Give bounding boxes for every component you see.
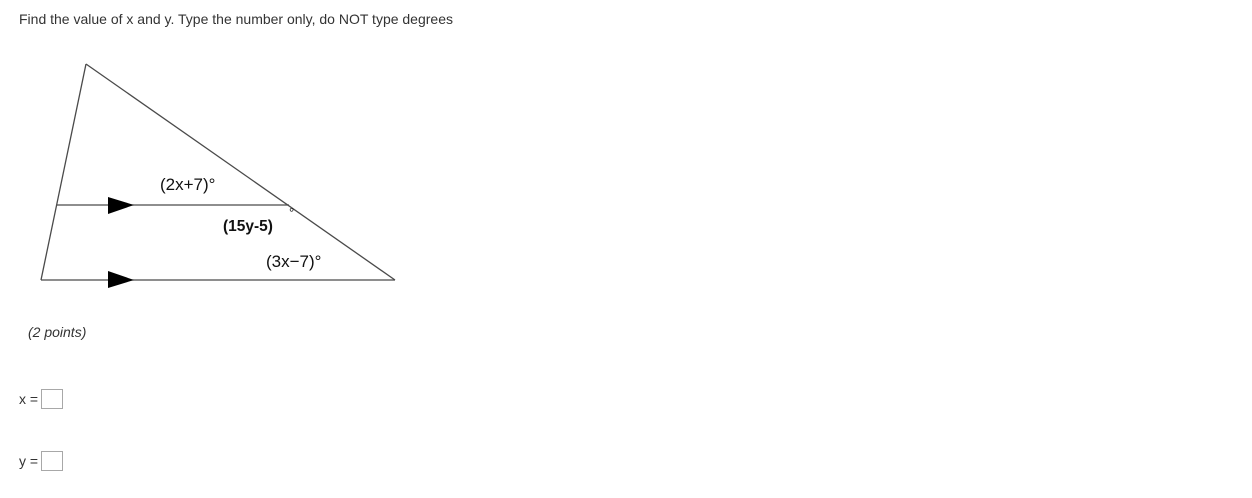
- y-answer-input[interactable]: [41, 451, 64, 471]
- parallel-arrow-upper: [108, 197, 134, 214]
- angle-label-top: (2x+7)°: [160, 175, 215, 194]
- question-prompt: Find the value of x and y. Type the numb…: [19, 11, 453, 27]
- triangle-hypotenuse: [85, 63, 396, 281]
- x-answer-input[interactable]: [41, 389, 64, 409]
- angle-label-middle-degree: °: [289, 205, 294, 220]
- parallel-arrow-lower: [108, 271, 134, 288]
- triangle-figure: (2x+7)° (15y-5) ° (3x−7)°: [40, 63, 396, 288]
- angle-label-middle: (15y-5): [223, 218, 273, 235]
- answer-row-x: x =: [19, 389, 64, 409]
- answer-row-y: y =: [19, 451, 64, 471]
- points-value: (2 points): [28, 324, 87, 340]
- triangle-left-side: [40, 63, 87, 281]
- angle-label-bottom: (3x−7)°: [266, 252, 321, 271]
- x-label: x =: [19, 391, 39, 407]
- y-label: y =: [19, 453, 39, 469]
